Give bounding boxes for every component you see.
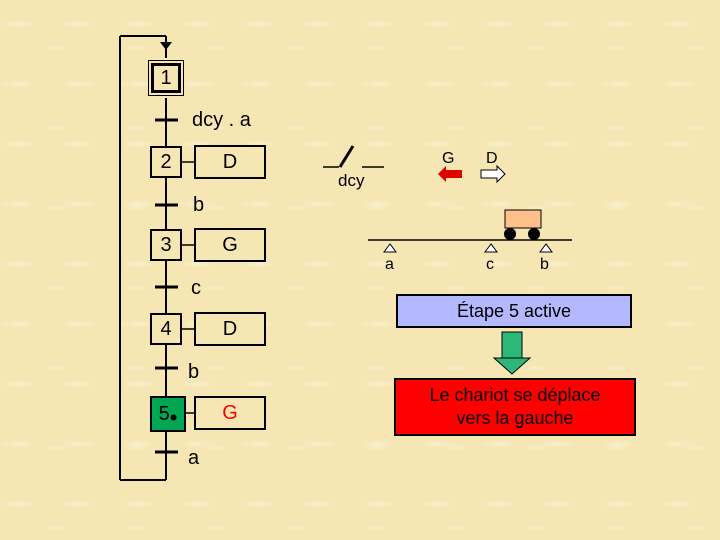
switch-label: dcy — [338, 171, 365, 190]
step-5-active: 5 • — [150, 396, 186, 432]
transition-1-label: dcy . a — [192, 109, 251, 131]
step-5-action-label: G — [222, 401, 238, 424]
message-line-2: vers la gauche — [456, 408, 574, 428]
step-3: 3 — [150, 229, 182, 261]
cart-wheel-left — [504, 228, 516, 240]
step-1: 1 — [148, 60, 184, 96]
sensor-c-label: c — [486, 256, 494, 273]
step-5-action: G — [194, 396, 266, 430]
step-3-action: G — [194, 228, 266, 262]
status-box: Étape 5 active — [396, 294, 632, 328]
step-1-number: 1 — [160, 66, 172, 89]
cart-body — [504, 209, 542, 229]
sensor-a-label: a — [385, 256, 394, 273]
sensor-a-icon — [383, 243, 397, 253]
right-arrow-icon — [480, 164, 506, 184]
step-4-action: D — [194, 312, 266, 346]
step-2-action-label: D — [222, 150, 238, 173]
sensor-c-icon — [484, 243, 498, 253]
step-5-number: 5 — [158, 402, 170, 425]
right-direction-label: D — [486, 150, 498, 167]
step-4: 4 — [150, 313, 182, 345]
transition-2-label: b — [193, 194, 205, 216]
left-direction-label: G — [442, 150, 455, 167]
active-token: • — [169, 405, 178, 430]
step-3-action-label: G — [222, 233, 238, 256]
step-3-number: 3 — [160, 233, 172, 256]
message-line-1: Le chariot se déplace — [429, 385, 601, 405]
step-4-action-label: D — [222, 317, 238, 340]
cart-wheel-right — [528, 228, 540, 240]
transition-3-label: c — [191, 277, 201, 299]
step-2: 2 — [150, 146, 182, 178]
status-text: Étape 5 active — [456, 300, 572, 321]
sensor-b-icon — [539, 243, 553, 253]
down-arrow-icon — [492, 357, 532, 375]
sensor-b-label: b — [540, 256, 549, 273]
step-4-number: 4 — [160, 317, 172, 340]
step-2-action: D — [194, 145, 266, 179]
transition-5-label: a — [188, 447, 200, 469]
transition-4-label: b — [188, 361, 200, 383]
step-2-number: 2 — [160, 150, 172, 173]
message-box: Le chariot se déplace vers la gauche — [394, 378, 636, 436]
left-arrow-icon — [438, 166, 462, 182]
